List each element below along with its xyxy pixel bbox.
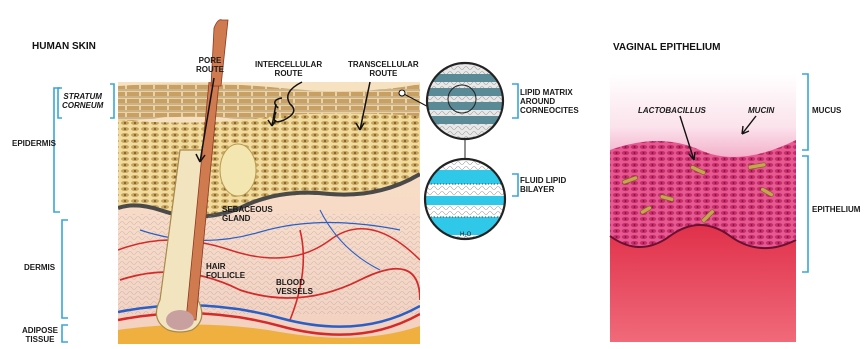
skin-brackets bbox=[54, 84, 114, 342]
epidermis-label: EPIDERMIS bbox=[12, 139, 56, 148]
fluid-lipid-label: FLUID LIPID BILAYER bbox=[520, 176, 566, 194]
stratum-corneum-bracket-right bbox=[110, 84, 114, 118]
stratum-corneum-label: STRATUM CORNEUM bbox=[62, 92, 103, 110]
sebaceous-gland-label: SEBACEOUS GLAND bbox=[222, 205, 273, 223]
adipose-bracket bbox=[62, 325, 68, 342]
lactobacillus-label: LACTOBACILLUS bbox=[638, 106, 706, 115]
sebaceous-gland bbox=[220, 144, 256, 196]
adipose-label: ADIPOSE TISSUE bbox=[22, 326, 58, 344]
blood-vessels-label: BLOOD VESSELS bbox=[276, 278, 313, 296]
water-label: H₂O bbox=[460, 231, 471, 240]
hair-follicle-label: HAIR FOLLICLE bbox=[206, 262, 245, 280]
lipid-matrix-zoom bbox=[427, 63, 503, 139]
pore-route-label: PORE ROUTE bbox=[196, 56, 224, 74]
lipid-matrix-bracket bbox=[512, 84, 518, 118]
skin-title: HUMAN SKIN bbox=[32, 41, 96, 52]
vaginal-brackets bbox=[802, 74, 808, 272]
hair-shaft-top bbox=[211, 20, 228, 86]
mucin-label: MUCIN bbox=[748, 106, 774, 115]
mucus-bracket bbox=[802, 74, 808, 150]
epithelium-bracket bbox=[802, 156, 808, 272]
dermis-label: DERMIS bbox=[24, 263, 55, 272]
fluid-lipid-bracket bbox=[512, 174, 518, 196]
mucus-label: MUCUS bbox=[812, 106, 841, 115]
fluid-lipid-zoom bbox=[425, 159, 505, 239]
epithelium-label: EPITHELIUM bbox=[812, 205, 860, 214]
vaginal-title: VAGINAL EPITHELIUM bbox=[613, 42, 720, 53]
dermis-bracket bbox=[62, 220, 68, 318]
transcellular-route-label: TRANSCELLULAR ROUTE bbox=[348, 60, 419, 78]
epidermis-bracket bbox=[54, 88, 60, 212]
intercellular-route-label: INTERCELLULAR ROUTE bbox=[255, 60, 322, 78]
lipid-matrix-label: LIPID MATRIX AROUND CORNEOCITES bbox=[520, 88, 579, 115]
